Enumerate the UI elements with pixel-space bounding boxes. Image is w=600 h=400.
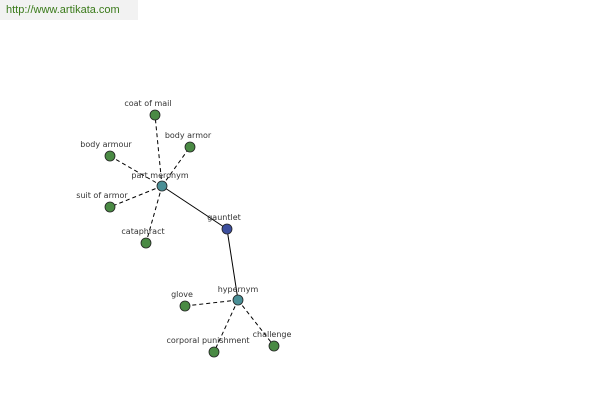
edge-part-meronym-to-body-armor xyxy=(161,146,191,187)
node-hypernym[interactable] xyxy=(232,294,244,306)
node-label-coat-of-mail[interactable]: coat of mail xyxy=(124,99,171,108)
node-label-cataphract[interactable]: cataphract xyxy=(121,227,164,236)
edge-gauntlet-to-hypernym xyxy=(226,228,239,301)
edge-gauntlet-to-part-meronym xyxy=(161,185,228,230)
edge-part-meronym-to-body-armour xyxy=(109,155,163,187)
node-label-body-armour[interactable]: body armour xyxy=(80,140,132,149)
node-cataphract[interactable] xyxy=(140,237,152,249)
node-challenge[interactable] xyxy=(268,340,280,352)
node-label-suit-of-armor[interactable]: suit of armor xyxy=(76,191,128,200)
node-corporal-punishment[interactable] xyxy=(208,346,220,358)
node-label-part-meronym[interactable]: part meronym xyxy=(131,171,188,180)
edge-hypernym-to-corporal-punishment xyxy=(213,299,239,353)
url-link[interactable]: http://www.artikata.com xyxy=(6,4,120,16)
node-label-hypernym[interactable]: hypernym xyxy=(218,285,259,294)
node-body-armor[interactable] xyxy=(184,141,196,153)
node-label-body-armor[interactable]: body armor xyxy=(165,131,212,140)
node-body-armour[interactable] xyxy=(104,150,116,162)
edge-hypernym-to-glove xyxy=(184,299,239,307)
node-label-challenge[interactable]: challenge xyxy=(253,330,292,339)
edge-hypernym-to-challenge xyxy=(237,299,275,347)
node-label-glove[interactable]: glove xyxy=(171,290,193,299)
edges-layer xyxy=(109,114,275,353)
labels-layer: gauntlet part meronym hypernym coat of mail… xyxy=(76,99,291,345)
node-glove[interactable] xyxy=(179,300,191,312)
url-banner[interactable]: http://www.artikata.com xyxy=(0,0,138,20)
node-part-meronym[interactable] xyxy=(156,180,168,192)
edge-part-meronym-to-suit-of-armor xyxy=(109,185,163,208)
edge-part-meronym-to-cataphract xyxy=(145,185,163,244)
node-suit-of-armor[interactable] xyxy=(104,201,116,213)
node-label-corporal-punishment[interactable]: corporal punishment xyxy=(166,336,249,345)
edge-part-meronym-to-coat-of-mail xyxy=(154,114,163,187)
node-coat-of-mail[interactable] xyxy=(149,109,161,121)
node-label-gauntlet[interactable]: gauntlet xyxy=(207,213,241,222)
node-gauntlet[interactable] xyxy=(221,223,233,235)
nodes-layer xyxy=(104,109,280,358)
